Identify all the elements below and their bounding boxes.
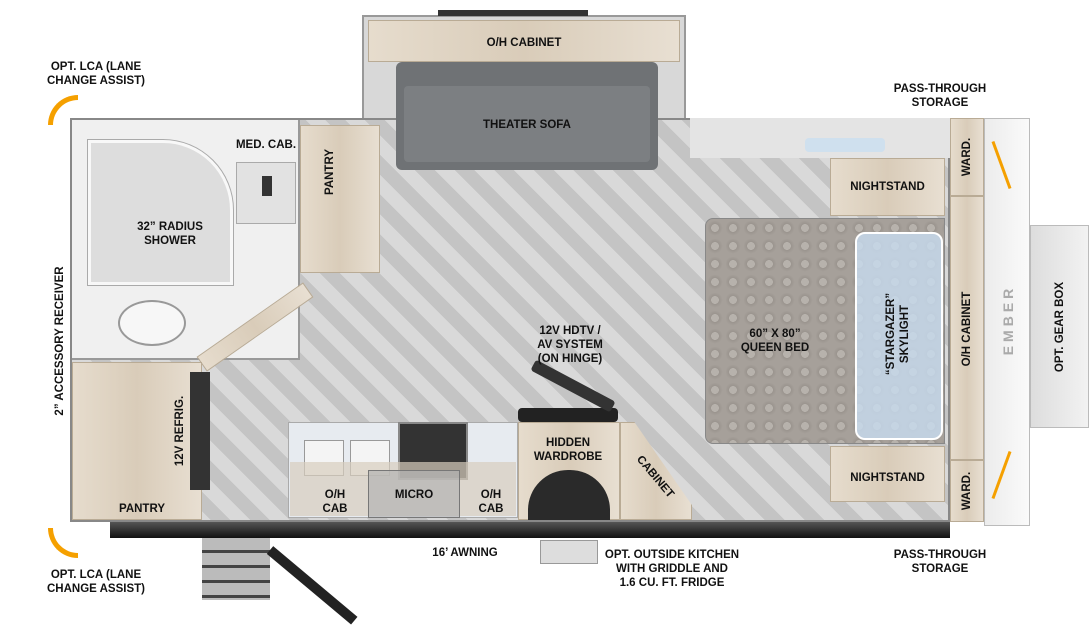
- queen-bed-label: 60” X 80” QUEEN BED: [740, 328, 810, 354]
- nightstand-top: [830, 158, 945, 216]
- slide-out-top-bar: [438, 10, 588, 16]
- microwave: [368, 470, 460, 518]
- stargazer-skylight: [855, 232, 943, 440]
- micro-label: MICRO: [394, 489, 434, 501]
- wardrobe-bottom: [950, 460, 984, 522]
- gear-box-label: OPT. GEAR BOX: [1054, 281, 1066, 373]
- oh-cabinet-front-label: O/H CABINET: [961, 291, 973, 367]
- lca-sensor-bottom-icon: [48, 528, 78, 558]
- hidden-wardrobe-label: HIDDEN WARDROBE: [533, 437, 603, 463]
- ember-logo-text: EMBER: [1000, 284, 1016, 356]
- oh-cabinet-front: [950, 196, 984, 460]
- oh-cabinet-top-label: O/H CABINET: [486, 37, 562, 49]
- entry-steps[interactable]: [202, 538, 270, 600]
- shower-label: 32” RADIUS SHOWER: [137, 221, 203, 247]
- lca-bottom-label: OPT. LCA (LANE CHANGE ASSIST): [47, 569, 145, 595]
- oh-cabinet-top: [368, 20, 680, 62]
- pantry-vertical-label: PANTRY: [324, 149, 336, 195]
- ember-logo: EMBER: [1000, 280, 1016, 360]
- faucet: [262, 176, 272, 196]
- window: [805, 138, 885, 152]
- pantry-vertical: [300, 125, 380, 273]
- hdtv-label: 12V HDTV / AV SYSTEM (ON HINGE): [537, 325, 603, 365]
- hdtv: [518, 408, 618, 422]
- pantry-bottom-label: PANTRY: [119, 503, 165, 515]
- awning-label: 16’ AWNING: [432, 547, 498, 559]
- lca-sensor-top-icon: [48, 95, 78, 125]
- skylight-label: “STARGAZER” SKYLIGHT: [885, 292, 911, 376]
- oh-cab-right-label: O/H CAB: [478, 489, 504, 515]
- outside-kitchen: [540, 540, 598, 564]
- sofa-seat: [404, 86, 650, 162]
- toilet: [118, 300, 186, 346]
- pass-through-bottom-label: PASS-THROUGH STORAGE: [893, 549, 987, 575]
- refrigerator: [190, 372, 210, 490]
- outside-kitchen-label: OPT. OUTSIDE KITCHEN WITH GRIDDLE AND 1.…: [604, 549, 740, 589]
- lca-top-label: OPT. LCA (LANE CHANGE ASSIST): [47, 61, 145, 87]
- theater-sofa-label: THEATER SOFA: [483, 119, 571, 131]
- oh-cab-left-label: O/H CAB: [322, 489, 348, 515]
- shower: [88, 140, 233, 285]
- ward-top-label: WARD.: [961, 137, 973, 177]
- refrig-label: 12V REFRIG.: [174, 395, 186, 467]
- awning: [110, 522, 950, 538]
- nightstand-bottom: [830, 446, 945, 502]
- pass-through-top-label: PASS-THROUGH STORAGE: [893, 83, 987, 109]
- ward-bottom-label: WARD.: [961, 471, 973, 511]
- nightstand-bottom-label: NIGHTSTAND: [850, 472, 925, 484]
- nightstand-top-label: NIGHTSTAND: [850, 181, 925, 193]
- wardrobe-top: [950, 118, 984, 196]
- entry-door[interactable]: [266, 546, 358, 625]
- accessory-receiver-label: 2” ACCESSORY RECEIVER: [54, 266, 66, 416]
- med-cab-label: MED. CAB.: [235, 139, 297, 151]
